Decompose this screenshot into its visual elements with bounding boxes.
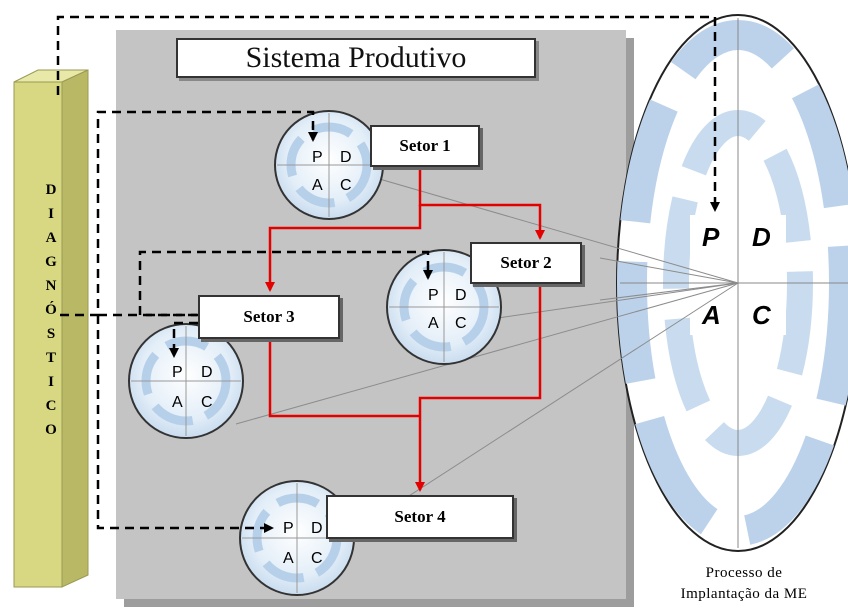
- diagnostico-letter: I: [48, 206, 54, 222]
- setor-1-letter-p: P: [312, 149, 323, 166]
- me-letter-c: C: [752, 300, 771, 330]
- me-letter-p: P: [702, 222, 720, 252]
- diagnostico-letter: A: [45, 230, 57, 246]
- feedback-arrows: [56, 15, 720, 533]
- diagnostico-letter: O: [45, 422, 57, 438]
- flow-arrows: [265, 170, 545, 492]
- setor-1-letter-a: A: [312, 177, 323, 194]
- me-caption-line-2: Implantação da ME: [680, 586, 808, 602]
- setor-3-letter-p: P: [172, 364, 183, 381]
- main-title: Sistema Produtivo: [245, 41, 467, 74]
- setor-2-letter-c: C: [455, 315, 467, 332]
- setor-3-box: Setor 3: [198, 295, 340, 339]
- setor-4-letter-a: A: [283, 550, 294, 567]
- setor-4-cycle: [239, 480, 355, 596]
- diagnostico-letter: S: [46, 326, 56, 342]
- me-letter-a: A: [702, 300, 721, 330]
- diagnostico-label: D I A G N Ó S T I C O: [40, 178, 62, 442]
- setor-3-cycle: [128, 323, 244, 439]
- me-letter-d: D: [752, 222, 771, 252]
- diagnostico-letter: G: [45, 254, 57, 270]
- setor-2-letter-a: A: [428, 315, 439, 332]
- setor-4-letter-d: D: [311, 520, 323, 537]
- setor-4-box: Setor 4: [326, 495, 514, 539]
- diagnostico-bar: [13, 69, 89, 588]
- diagnostico-letter: D: [45, 182, 57, 198]
- setor-2-letter-d: D: [455, 287, 467, 304]
- setor-1-letter-d: D: [340, 149, 352, 166]
- diagnostico-letter: T: [45, 350, 56, 366]
- me-caption: Processo de Implantação da ME: [640, 563, 848, 605]
- diagnostico-letter: C: [45, 398, 57, 414]
- setor-3-letter-d: D: [201, 364, 213, 381]
- setor-3-letter-c: C: [201, 394, 213, 411]
- setor-2-label: Setor 2: [500, 253, 552, 272]
- diagnostico-letter: N: [45, 278, 57, 294]
- setor-2-letter-p: P: [428, 287, 439, 304]
- setor-1-cycle: [274, 110, 384, 220]
- setor-3-letter-a: A: [172, 394, 183, 411]
- diagnostico-letter: I: [48, 374, 54, 390]
- setor-1-label: Setor 1: [399, 136, 451, 155]
- main-title-box: Sistema Produtivo: [176, 38, 536, 78]
- setor-4-label: Setor 4: [394, 507, 446, 526]
- me-caption-line-1: Processo de: [705, 565, 783, 581]
- setor-3-label: Setor 3: [243, 307, 295, 326]
- diagnostico-letter: Ó: [45, 302, 57, 318]
- setor-1-letter-c: C: [340, 177, 352, 194]
- setor-2-box: Setor 2: [470, 242, 582, 284]
- setor-4-letter-p: P: [283, 520, 294, 537]
- me-process-ellipse: [616, 14, 848, 552]
- setor-1-box: Setor 1: [370, 125, 480, 167]
- setor-4-letter-c: C: [311, 550, 323, 567]
